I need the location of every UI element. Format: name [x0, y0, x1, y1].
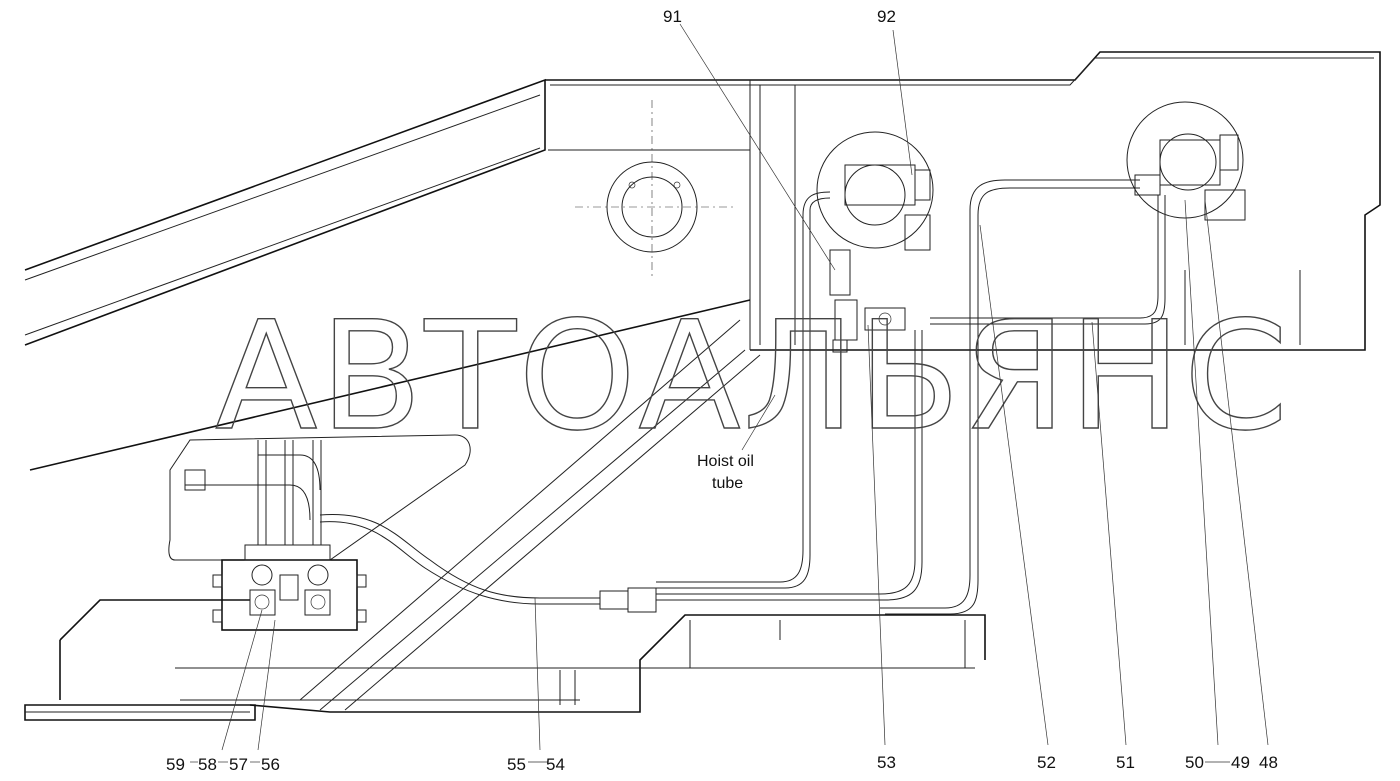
callout-49: 49 — [1231, 753, 1250, 772]
callout-59: 59 — [166, 755, 185, 774]
oil-tubes — [185, 179, 1166, 615]
callout-50: 50 — [1185, 753, 1204, 772]
callout-58: 58 — [198, 755, 217, 774]
callout-51: 51 — [1116, 753, 1135, 772]
callout-92: 92 — [877, 7, 896, 26]
control-valve-block — [212, 544, 367, 631]
callout-91: 91 — [663, 7, 682, 26]
callouts: 91 92 59 58 57 56 55 54 53 52 51 50 49 4… — [166, 7, 1278, 774]
frame-outline — [24, 51, 1381, 721]
pivot-boss-left — [575, 100, 735, 280]
cylinder-mount-right — [1126, 101, 1246, 221]
callout-53: 53 — [877, 753, 896, 772]
callout-57: 57 — [229, 755, 248, 774]
note-line-2: tube — [712, 475, 743, 492]
callout-52: 52 — [1037, 753, 1056, 772]
cylinder-mount-center — [816, 131, 934, 251]
watermark-text: АВТОАЛЬЯНС — [215, 290, 1290, 464]
hoist-oil-tube-note: Hoist oil tube — [697, 453, 754, 492]
callout-56: 56 — [261, 755, 280, 774]
leader-lines — [190, 23, 1269, 763]
callout-48: 48 — [1259, 753, 1278, 772]
callout-54: 54 — [546, 755, 565, 774]
oil-tank — [168, 434, 471, 561]
note-line-1: Hoist oil — [697, 453, 754, 470]
callout-55: 55 — [507, 755, 526, 774]
